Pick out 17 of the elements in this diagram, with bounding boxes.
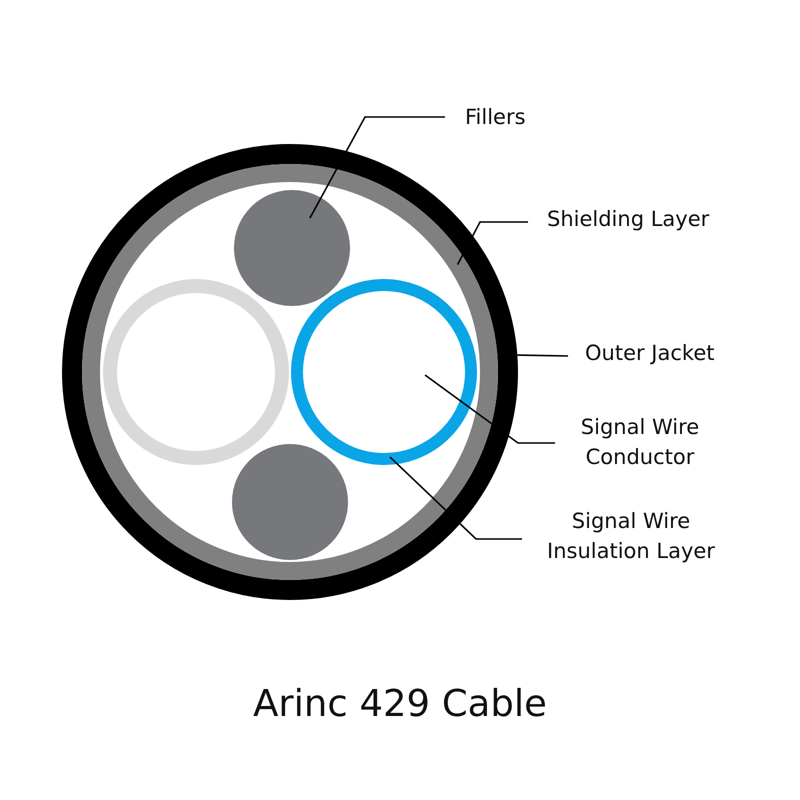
insulation-ring (103, 279, 289, 465)
leader-line (309, 116, 445, 219)
callout-label: Signal Wire Conductor (555, 412, 725, 472)
outer-jacket-ring (62, 144, 518, 600)
filler-circle (232, 444, 348, 560)
leader-line (517, 354, 568, 357)
leader-line (389, 456, 522, 540)
leader-line (456, 221, 528, 266)
callout-label: Outer Jacket (568, 338, 765, 368)
insulation-ring (291, 279, 477, 465)
callout-label: Fillers (445, 102, 585, 132)
filler-circle (234, 190, 350, 306)
leader-line (424, 374, 555, 444)
shielding-ring (82, 164, 498, 580)
diagram-title: Arinc 429 Cable (252, 682, 548, 725)
callout-label: Signal Wire Insulation Layer (522, 506, 740, 566)
callout-label: Shielding Layer (528, 204, 767, 234)
